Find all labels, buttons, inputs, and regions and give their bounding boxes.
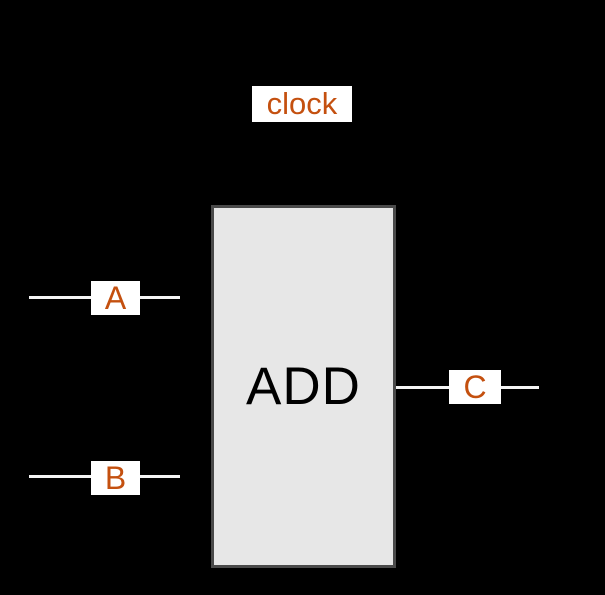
port-label-c: C — [449, 370, 501, 404]
clock-label: clock — [252, 86, 352, 122]
port-label-b: B — [91, 461, 140, 495]
port-label-a: A — [91, 281, 140, 315]
add-block-label: ADD — [246, 357, 361, 416]
add-block: ADD — [211, 205, 396, 568]
